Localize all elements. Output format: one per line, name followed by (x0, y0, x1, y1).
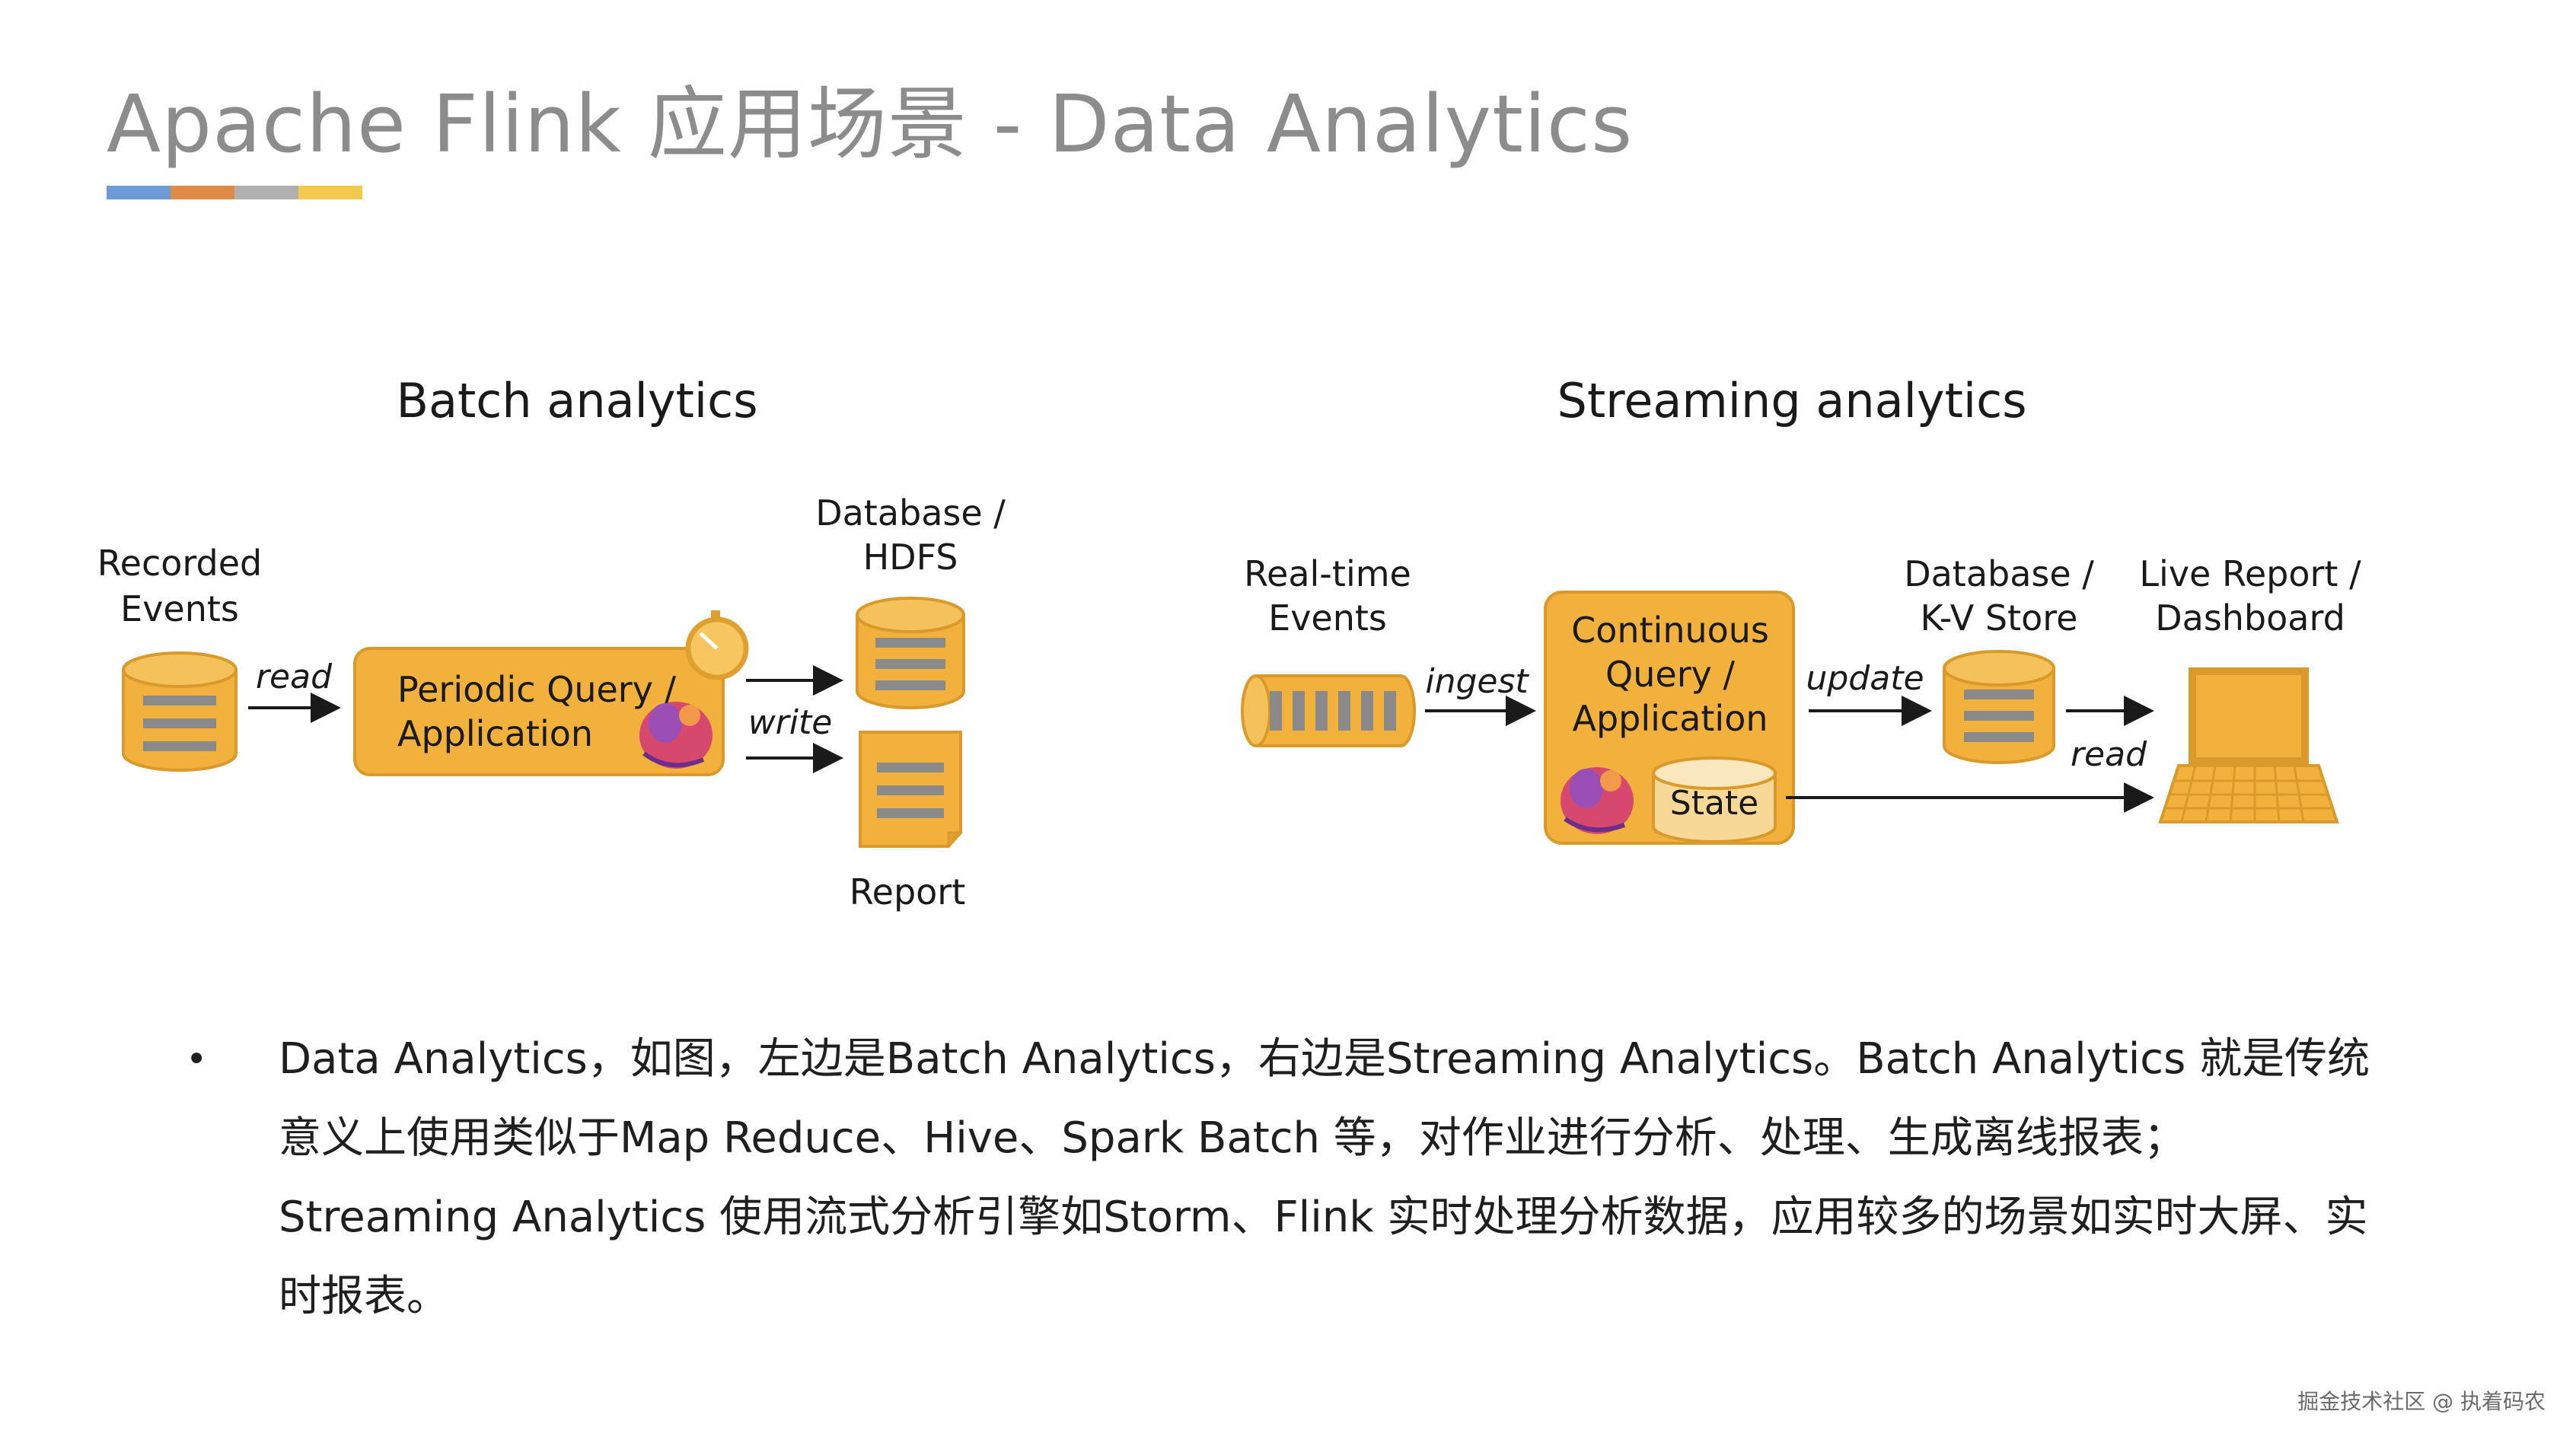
continuous-query-label-line3: Application (1572, 698, 1768, 739)
dashboard-label-line2: Dashboard (2155, 597, 2345, 639)
realtime-events-label-line1: Real-time (1244, 553, 1411, 594)
update-label: update (1806, 659, 1924, 698)
batch-database-icon (856, 597, 965, 709)
recorded-events-database-icon (122, 651, 238, 772)
dashboard-label-line1: Live Report / (2139, 553, 2361, 594)
watermark: 掘金技术社区 @ 执着码农 (2297, 1389, 2546, 1414)
title-accent-bar (107, 186, 362, 199)
accent-segment-gray (234, 186, 298, 199)
stopwatch-icon (685, 610, 749, 680)
report-label: Report (850, 871, 966, 913)
batch-database-label-line2: HDFS (863, 537, 958, 578)
event-log-icon (1241, 674, 1416, 747)
kv-store-label-line2: K-V Store (1921, 597, 2078, 639)
periodic-query-label-line2: Application (397, 713, 593, 754)
bullet-dot-icon: • (186, 1038, 208, 1081)
kv-store-database-icon (1943, 650, 2055, 764)
continuous-query-label-line1: Continuous (1571, 610, 1769, 651)
batch-heading: Batch analytics (396, 373, 757, 428)
report-document-icon (859, 731, 962, 848)
ingest-label: ingest (1425, 662, 1529, 701)
batch-read-label: read (256, 658, 333, 696)
slide-title: Apache Flink 应用场景 - Data Analytics (107, 78, 1634, 170)
periodic-query-label-line1: Periodic Query / (397, 669, 677, 710)
batch-write-label: write (748, 703, 833, 742)
periodic-query-box: Periodic Query / Application (353, 647, 725, 776)
streaming-read-label: read (2071, 735, 2147, 774)
kv-store-label-line1: Database / (1904, 553, 2094, 594)
realtime-events-label-line2: Events (1268, 597, 1387, 639)
recorded-events-label-line1: Recorded (97, 543, 262, 584)
accent-segment-orange (171, 186, 234, 199)
laptop-dashboard-icon (2158, 667, 2339, 823)
flink-squirrel-icon-streaming (1561, 767, 1634, 834)
continuous-query-label-line2: Query / (1605, 654, 1735, 695)
state-label: State (1670, 784, 1758, 823)
flink-squirrel-icon (639, 702, 713, 769)
accent-segment-blue (107, 186, 171, 199)
bullet-text: Data Analytics，如图，左边是Batch Analytics，右边是… (279, 1034, 2370, 1321)
recorded-events-label-line2: Events (120, 588, 239, 629)
bullet-paragraph: • Data Analytics，如图，左边是Batch Analytics，右… (186, 1020, 2398, 1336)
batch-database-label-line1: Database / (815, 492, 1006, 533)
streaming-heading: Streaming analytics (1557, 373, 2026, 428)
accent-segment-yellow (298, 186, 362, 199)
state-store-icon: State (1652, 756, 1777, 843)
